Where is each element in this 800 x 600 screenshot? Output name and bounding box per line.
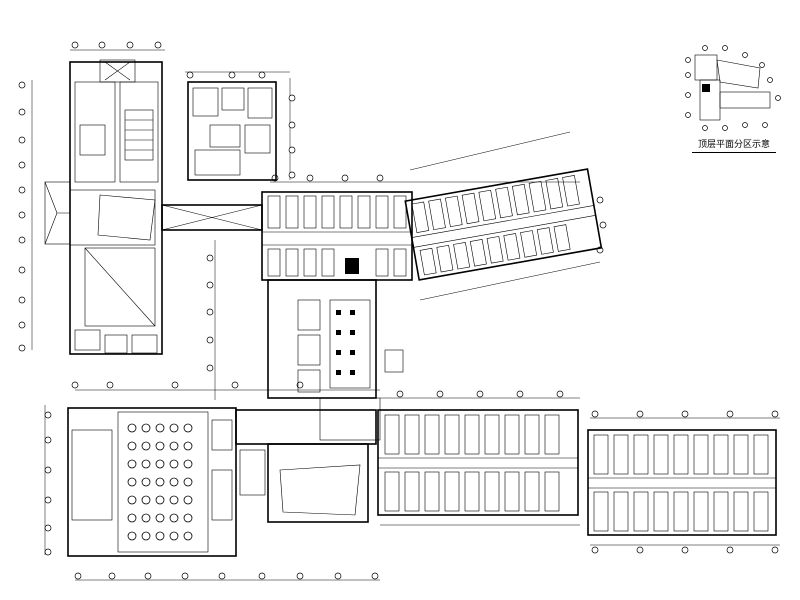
banquet-hall-block [67,407,237,557]
guest-rooms-north-row-b [267,248,407,277]
key-plan-label: 顶层平面分区示意 [692,140,776,153]
guest-wing-northeast-angled [404,168,603,281]
grid-lines [31,49,780,581]
lobby-connector [235,409,377,523]
key-plan [685,45,781,131]
guest-wing-south-middle [377,409,579,516]
banquet-tables [127,423,193,541]
guest-rooms-north-row-a [267,195,407,229]
guest-wing-south-east [587,429,777,536]
building-block-north-small [187,81,277,181]
bridge-corridor [161,204,263,231]
central-core [267,279,404,441]
building-block-northwest [44,59,163,355]
grid-bubbles [18,41,779,580]
guest-wing-north [261,191,413,281]
